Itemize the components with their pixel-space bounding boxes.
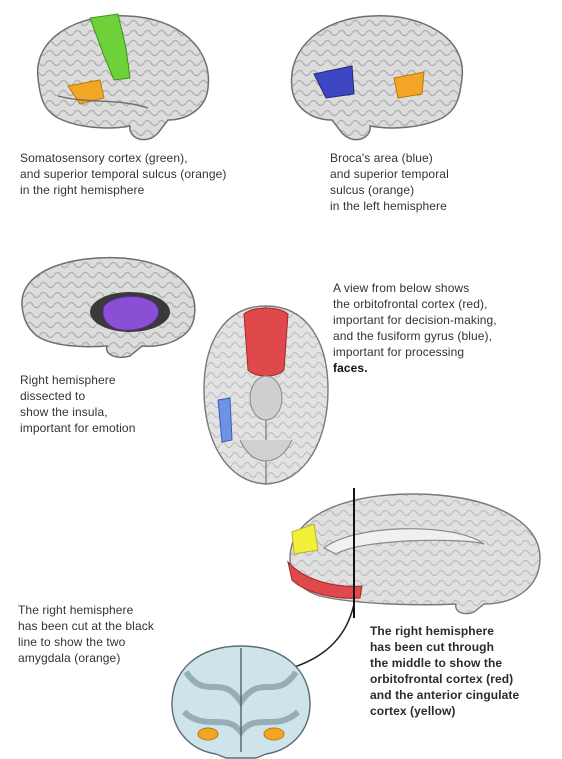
anterior-cingulate-yellow (292, 524, 318, 554)
caption-amygdala: The right hemisphere has been cut at the… (18, 602, 154, 666)
brain-coronal-section (166, 642, 316, 759)
caption-ventral-intro: A view from below shows the orbitofronta… (333, 281, 497, 359)
brain-ventral-view (196, 300, 336, 490)
caption-cingulate: The right hemisphere has been cut throug… (370, 623, 519, 719)
brain-right-lateral (18, 8, 218, 148)
orbitofrontal-region-red (244, 308, 288, 376)
amygdala-right-orange (264, 728, 284, 740)
caption-somatosensory: Somatosensory cortex (green), and superi… (20, 150, 226, 198)
brain-medial-sagittal (284, 488, 550, 618)
caption-orbitofrontal-view: A view from below shows the orbitofronta… (333, 264, 497, 376)
amygdala-left-orange (198, 728, 218, 740)
caption-broca: Broca's area (blue) and superior tempora… (330, 150, 449, 214)
caption-faces-bold: faces. (333, 361, 368, 375)
brain-insula (12, 250, 202, 360)
caption-insula: Right hemisphere dissected to show the i… (20, 372, 136, 436)
brain-left-lateral (282, 8, 482, 148)
